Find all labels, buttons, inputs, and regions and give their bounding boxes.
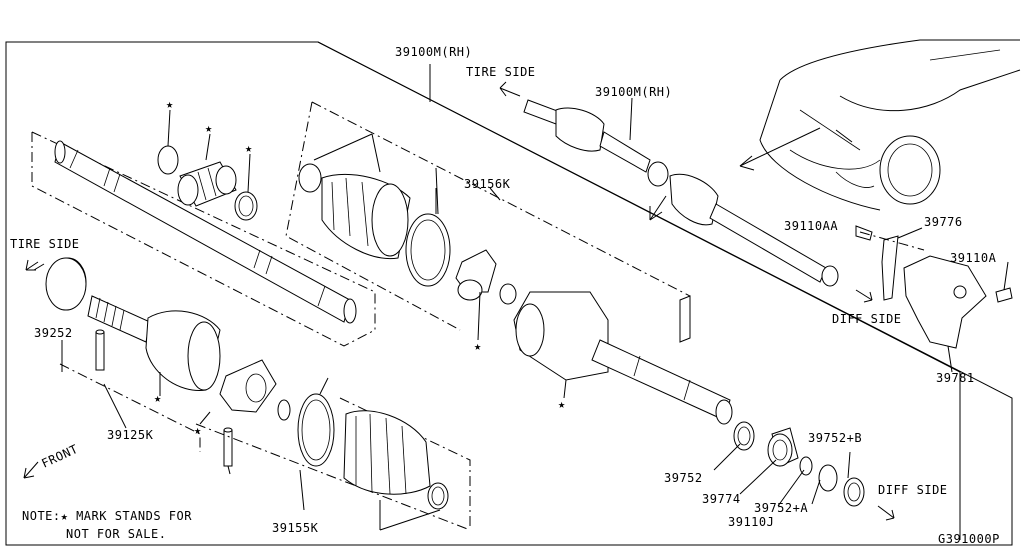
support-bracket <box>855 225 1013 373</box>
shaft-assembly-small <box>429 64 853 287</box>
star-mark: ★ <box>205 121 213 135</box>
inner-boot-small-kit: ★ ★ ★ <box>157 97 258 221</box>
label-bolt-a: 39110A <box>950 251 997 265</box>
label-snap-39110j: 39110J <box>728 515 774 529</box>
label-bearing-39774: 39774 <box>702 492 741 506</box>
label-boot-kit-diff: 39156K <box>464 177 511 191</box>
star-mark: ★ <box>245 141 253 155</box>
shaft-bar <box>31 131 376 347</box>
label-tire-side-top: TIRE SIDE <box>466 65 536 79</box>
diff-side-boot-kit: ★ <box>285 101 691 353</box>
bearing-seal-group <box>713 421 865 507</box>
direction-arrows <box>23 81 895 521</box>
star-mark: ★ <box>474 339 482 353</box>
label-joint-tire: 39125K <box>107 428 154 442</box>
label-bracket: 39776 <box>924 215 963 229</box>
note-line-2: NOT FOR SALE. <box>66 527 166 541</box>
label-seal-plus-a: 39752+A <box>754 501 808 515</box>
star-mark: ★ <box>558 397 566 411</box>
inner-joint-housing: ★ <box>513 291 733 425</box>
star-mark: ★ <box>154 391 162 405</box>
star-mark: ★ <box>166 97 174 111</box>
dust-shield <box>45 257 87 372</box>
label-support: 39781 <box>936 371 975 385</box>
figure-code: G391000P <box>938 532 1000 546</box>
label-tire-side-left: TIRE SIDE <box>10 237 80 251</box>
label-front: FRONT <box>39 442 80 471</box>
label-diff-side-right: DIFF SIDE <box>832 312 902 326</box>
label-boot-kit-tire: 39155K <box>272 521 319 535</box>
label-diff-side-bottom: DIFF SIDE <box>878 483 948 497</box>
note-line-1: NOTE:★ MARK STANDS FOR <box>22 509 192 523</box>
label-drive-shaft-rh-main: 39100M(RH) <box>395 45 472 59</box>
star-mark: ★ <box>194 423 202 437</box>
label-dust-shield: 39252 <box>34 326 73 340</box>
label-drive-shaft-rh-small: 39100M(RH) <box>595 85 672 99</box>
vehicle-sketch <box>759 39 1021 211</box>
label-bolt-aa: 39110AA <box>784 219 838 233</box>
tire-side-joint: ★ ★ <box>49 257 291 467</box>
leader-lines <box>103 133 501 531</box>
outer-frame <box>5 41 1013 546</box>
label-seal-plus-b: 39752+B <box>808 431 862 445</box>
label-seal-39752: 39752 <box>664 471 703 485</box>
tire-side-boot-kit <box>59 363 471 531</box>
